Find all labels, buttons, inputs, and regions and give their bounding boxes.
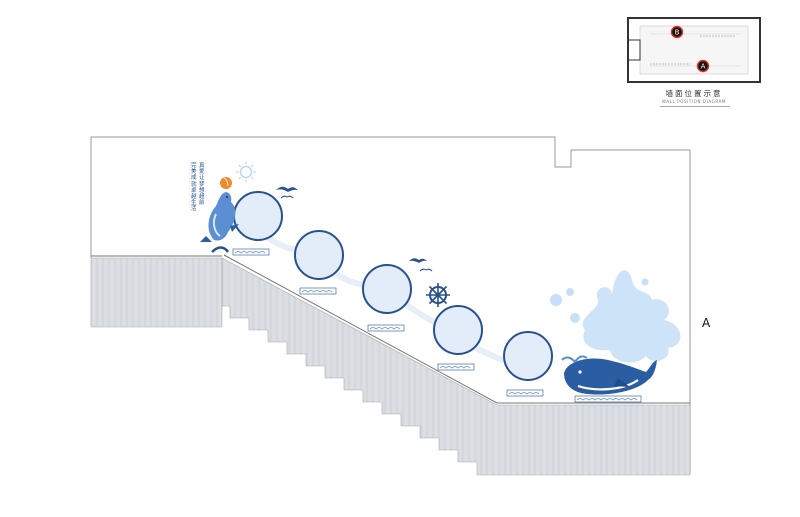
photo-frame-4 — [433, 305, 483, 355]
key-marker-a-label: A — [701, 63, 706, 71]
key-plan-subtitle: WALL POSITION DIAGRAM — [662, 99, 726, 104]
key-marker-b: B — [670, 25, 684, 39]
staircase-panel — [221, 257, 691, 476]
sun-icon — [236, 162, 256, 182]
elevation-side-label: A — [702, 316, 711, 330]
wave-tile — [299, 287, 337, 295]
whale-icon — [561, 355, 657, 395]
wave-tile — [232, 248, 270, 256]
photo-frame-5 — [503, 331, 553, 381]
wall-panel-upper — [90, 257, 223, 328]
splash-drop — [566, 288, 574, 296]
slogan-column-1: 真爱让梦想超前 — [199, 163, 205, 207]
slogan-column-2: 完美成就卓越生活 — [191, 163, 197, 213]
key-plan-title: 墙面位置示意 — [665, 89, 723, 98]
splash-drop — [641, 278, 649, 286]
wave-tile — [367, 324, 405, 332]
photo-frame-3 — [362, 264, 412, 314]
splash-drop — [550, 294, 562, 306]
key-plan: B A — [627, 17, 761, 83]
key-plan-title-rule — [660, 106, 730, 107]
key-marker-b-label: B — [675, 29, 680, 37]
seagull-icon — [276, 186, 298, 199]
splash-drop — [570, 313, 580, 323]
photo-frame-1 — [233, 191, 283, 241]
seal-with-ball-icon — [200, 177, 239, 253]
wave-tile — [437, 363, 475, 371]
key-marker-a: A — [696, 59, 710, 73]
water-splash — [582, 270, 681, 363]
stair-handrail-line — [223, 254, 498, 404]
seagull-icon — [409, 258, 433, 272]
wave-tile — [574, 395, 642, 403]
wall-outline — [91, 136, 691, 475]
ship-wheel-icon — [426, 283, 450, 307]
wave-tile — [506, 389, 544, 397]
photo-frame-2 — [294, 230, 344, 280]
